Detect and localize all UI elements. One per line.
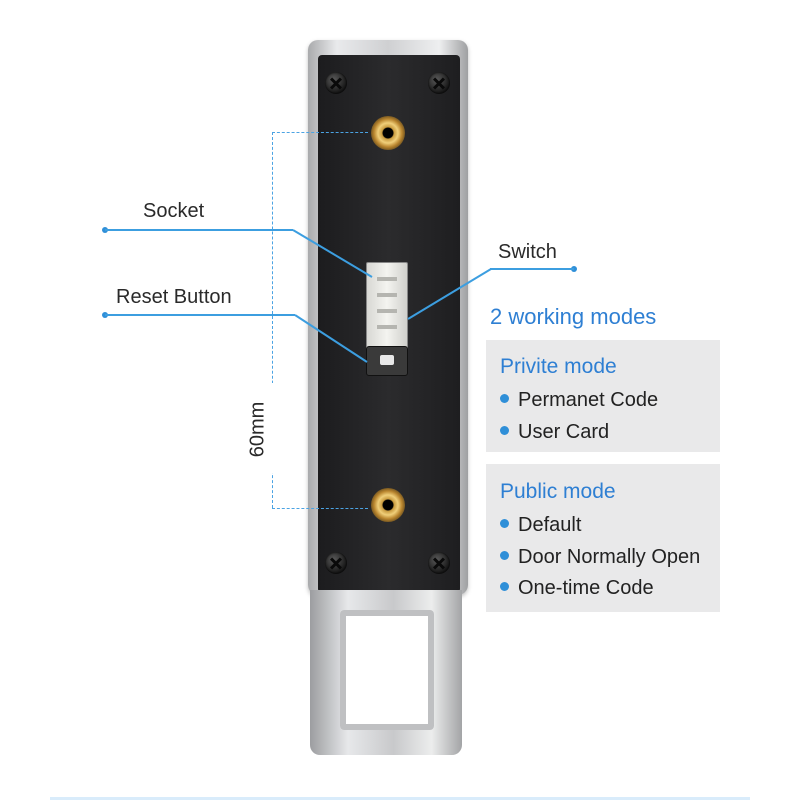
public-mode-panel: Public mode Default Door Normally Open O… xyxy=(486,464,720,612)
reset-callout-leader xyxy=(294,314,368,363)
reset-button-label: Reset Button xyxy=(116,286,232,308)
list-item: Permanet Code xyxy=(500,389,658,412)
switch-callout-line xyxy=(490,268,574,270)
socket-callout-line xyxy=(105,229,293,231)
public-mode-title: Public mode xyxy=(500,480,616,503)
list-item: Default xyxy=(500,514,581,537)
modes-heading: 2 working modes xyxy=(490,304,657,329)
switch-callout-leader xyxy=(407,268,492,320)
mounting-insert-top xyxy=(371,116,405,150)
socket-label: Socket xyxy=(143,200,205,222)
dimension-line-top xyxy=(272,132,368,133)
bullet-icon xyxy=(500,551,509,561)
bottom-divider xyxy=(50,797,750,800)
reset-callout-line xyxy=(105,314,295,316)
reset-button-hardware xyxy=(366,346,408,376)
dimension-line-bottom xyxy=(272,508,368,509)
switch-label: Switch xyxy=(498,241,557,263)
private-mode-panel: Privite mode Permanet Code User Card xyxy=(486,340,720,452)
list-item: Door Normally Open xyxy=(500,546,700,569)
list-item: User Card xyxy=(500,421,609,444)
socket-callout-leader xyxy=(292,229,373,278)
screw-icon xyxy=(428,552,450,574)
handle-opening xyxy=(340,610,434,730)
dimension-line-vertical xyxy=(272,132,273,508)
bullet-icon xyxy=(500,582,509,592)
bullet-icon xyxy=(500,394,509,404)
callout-dot xyxy=(571,266,577,272)
socket-connector xyxy=(366,262,408,360)
screw-icon xyxy=(325,72,347,94)
bullet-icon xyxy=(500,426,509,436)
dimension-label: 60mm xyxy=(246,401,269,458)
bullet-icon xyxy=(500,519,509,529)
list-item: One-time Code xyxy=(500,577,654,600)
private-mode-title: Privite mode xyxy=(500,355,617,378)
screw-icon xyxy=(325,552,347,574)
screw-icon xyxy=(428,72,450,94)
mounting-insert-bottom xyxy=(371,488,405,522)
